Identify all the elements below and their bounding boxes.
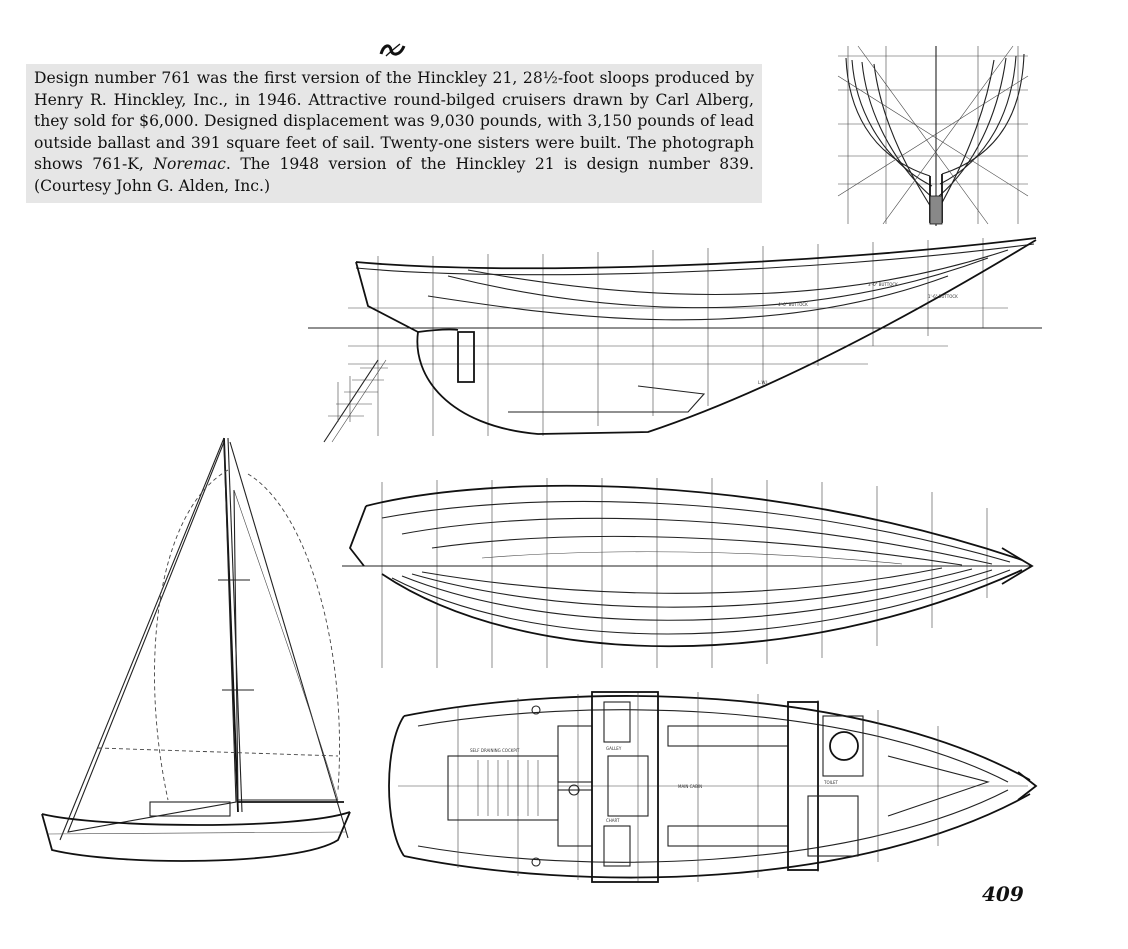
- caption-boat-name: Noremac: [153, 155, 226, 173]
- half-breadth-plan-drawing: [342, 478, 1034, 668]
- caption-part-2: . The 1948 version of the Hinckley 21 is…: [34, 155, 754, 195]
- sail-plan-drawing: [41, 437, 351, 862]
- buttock-label-3: 4'-6" BUTTOCK: [778, 302, 808, 307]
- ornament-icon: [379, 43, 406, 57]
- caption-part-1: Design number 761 was the first version …: [34, 69, 754, 173]
- main-cabin-label: MAIN CABIN: [678, 784, 702, 789]
- page-number: 409: [982, 882, 1024, 906]
- buttock-label-1: 1'-6" BUTTOCK: [928, 294, 958, 299]
- caption-text: Design number 761 was the first version …: [26, 64, 762, 203]
- hull-profile-drawing: L.W.L. 1'-6" BUTTOCK 3'-0" BUTTOCK 4'-6"…: [308, 237, 1042, 436]
- chart-label: CHART: [606, 818, 620, 823]
- cockpit-label: SELF DRAINING COCKPIT: [470, 748, 520, 753]
- buttock-label-2: 3'-0" BUTTOCK: [868, 282, 898, 287]
- stern-detail-drawing: [323, 359, 388, 443]
- body-plan-drawing: [837, 45, 1029, 226]
- accommodation-plan-drawing: MAIN CABIN SELF DRAINING COCKPIT GALLEY …: [388, 691, 1038, 883]
- galley-label: GALLEY: [606, 746, 622, 751]
- toilet-label: TOILET: [823, 780, 839, 785]
- waterline-label: L.W.L.: [758, 380, 770, 385]
